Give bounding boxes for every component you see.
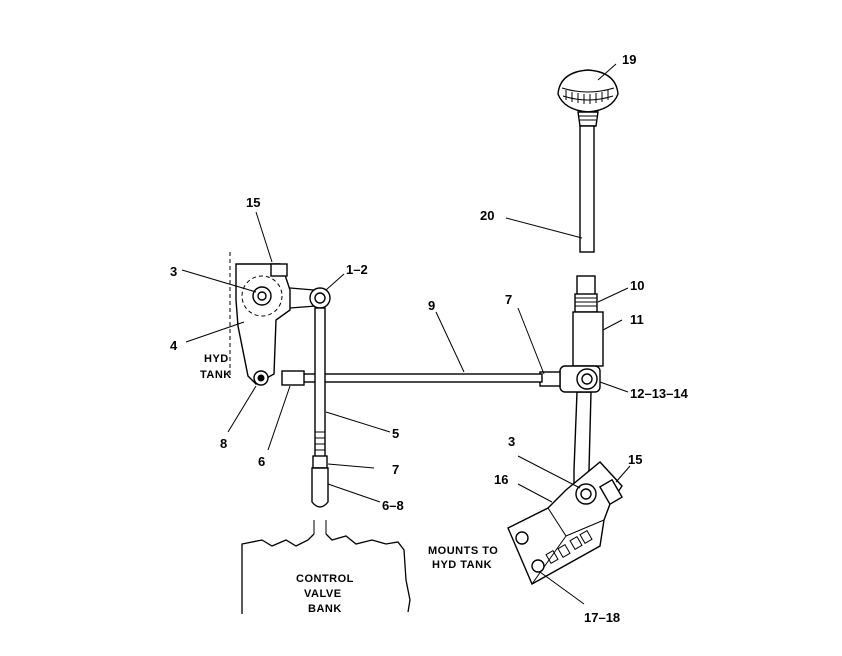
callout-9: 9 — [428, 298, 435, 313]
callout-6: 6 — [258, 454, 265, 469]
note-control-valve-bank: CONTROL VALVE BANK — [296, 573, 354, 615]
callout-3-left: 3 — [170, 264, 177, 279]
callout-17-18: 17–18 — [584, 610, 620, 625]
callout-3-right: 3 — [508, 434, 515, 449]
horizontal-rod — [281, 370, 543, 386]
svg-text:MOUNTS TO: MOUNTS TO — [428, 545, 498, 557]
adjuster-stub — [574, 275, 598, 313]
callout-19: 19 — [622, 52, 636, 67]
callout-12-13-14: 12–13–14 — [630, 386, 689, 401]
svg-text:BANK: BANK — [308, 603, 342, 615]
callouts: 19 20 10 11 7 9 12–13–14 1–2 15 3 4 8 6 … — [170, 52, 689, 625]
vertical-rod — [311, 307, 329, 508]
left-bracket — [229, 252, 291, 386]
upper-rod — [579, 125, 595, 253]
svg-text:TANK: TANK — [200, 369, 232, 381]
note-mounts-to-hyd-tank: MOUNTS TO HYD TANK — [428, 545, 498, 571]
callout-20: 20 — [480, 208, 494, 223]
clevis-right — [539, 365, 601, 393]
control-knob — [557, 69, 619, 127]
callout-7-right: 7 — [505, 292, 512, 307]
callout-8: 8 — [220, 436, 227, 451]
callout-6-8: 6–8 — [382, 498, 404, 513]
svg-text:HYD: HYD — [204, 353, 229, 365]
callout-11: 11 — [630, 312, 644, 327]
svg-text:CONTROL: CONTROL — [296, 573, 354, 585]
callout-5: 5 — [392, 426, 399, 441]
callout-15-left: 15 — [246, 195, 260, 210]
callout-10: 10 — [630, 278, 644, 293]
callout-4: 4 — [170, 338, 178, 353]
svg-text:VALVE: VALVE — [304, 588, 342, 600]
callout-7-left: 7 — [392, 462, 399, 477]
right-mount-bracket — [507, 461, 624, 585]
pivot-block — [572, 311, 604, 367]
callout-16: 16 — [494, 472, 508, 487]
callout-15-right: 15 — [628, 452, 642, 467]
callout-1-2: 1–2 — [346, 262, 368, 277]
note-hyd-tank: HYD TANK — [200, 353, 232, 381]
svg-text:HYD TANK: HYD TANK — [432, 559, 492, 571]
control-valve-bank — [241, 520, 411, 614]
leader-lines — [181, 63, 631, 605]
top-connector — [289, 287, 331, 309]
